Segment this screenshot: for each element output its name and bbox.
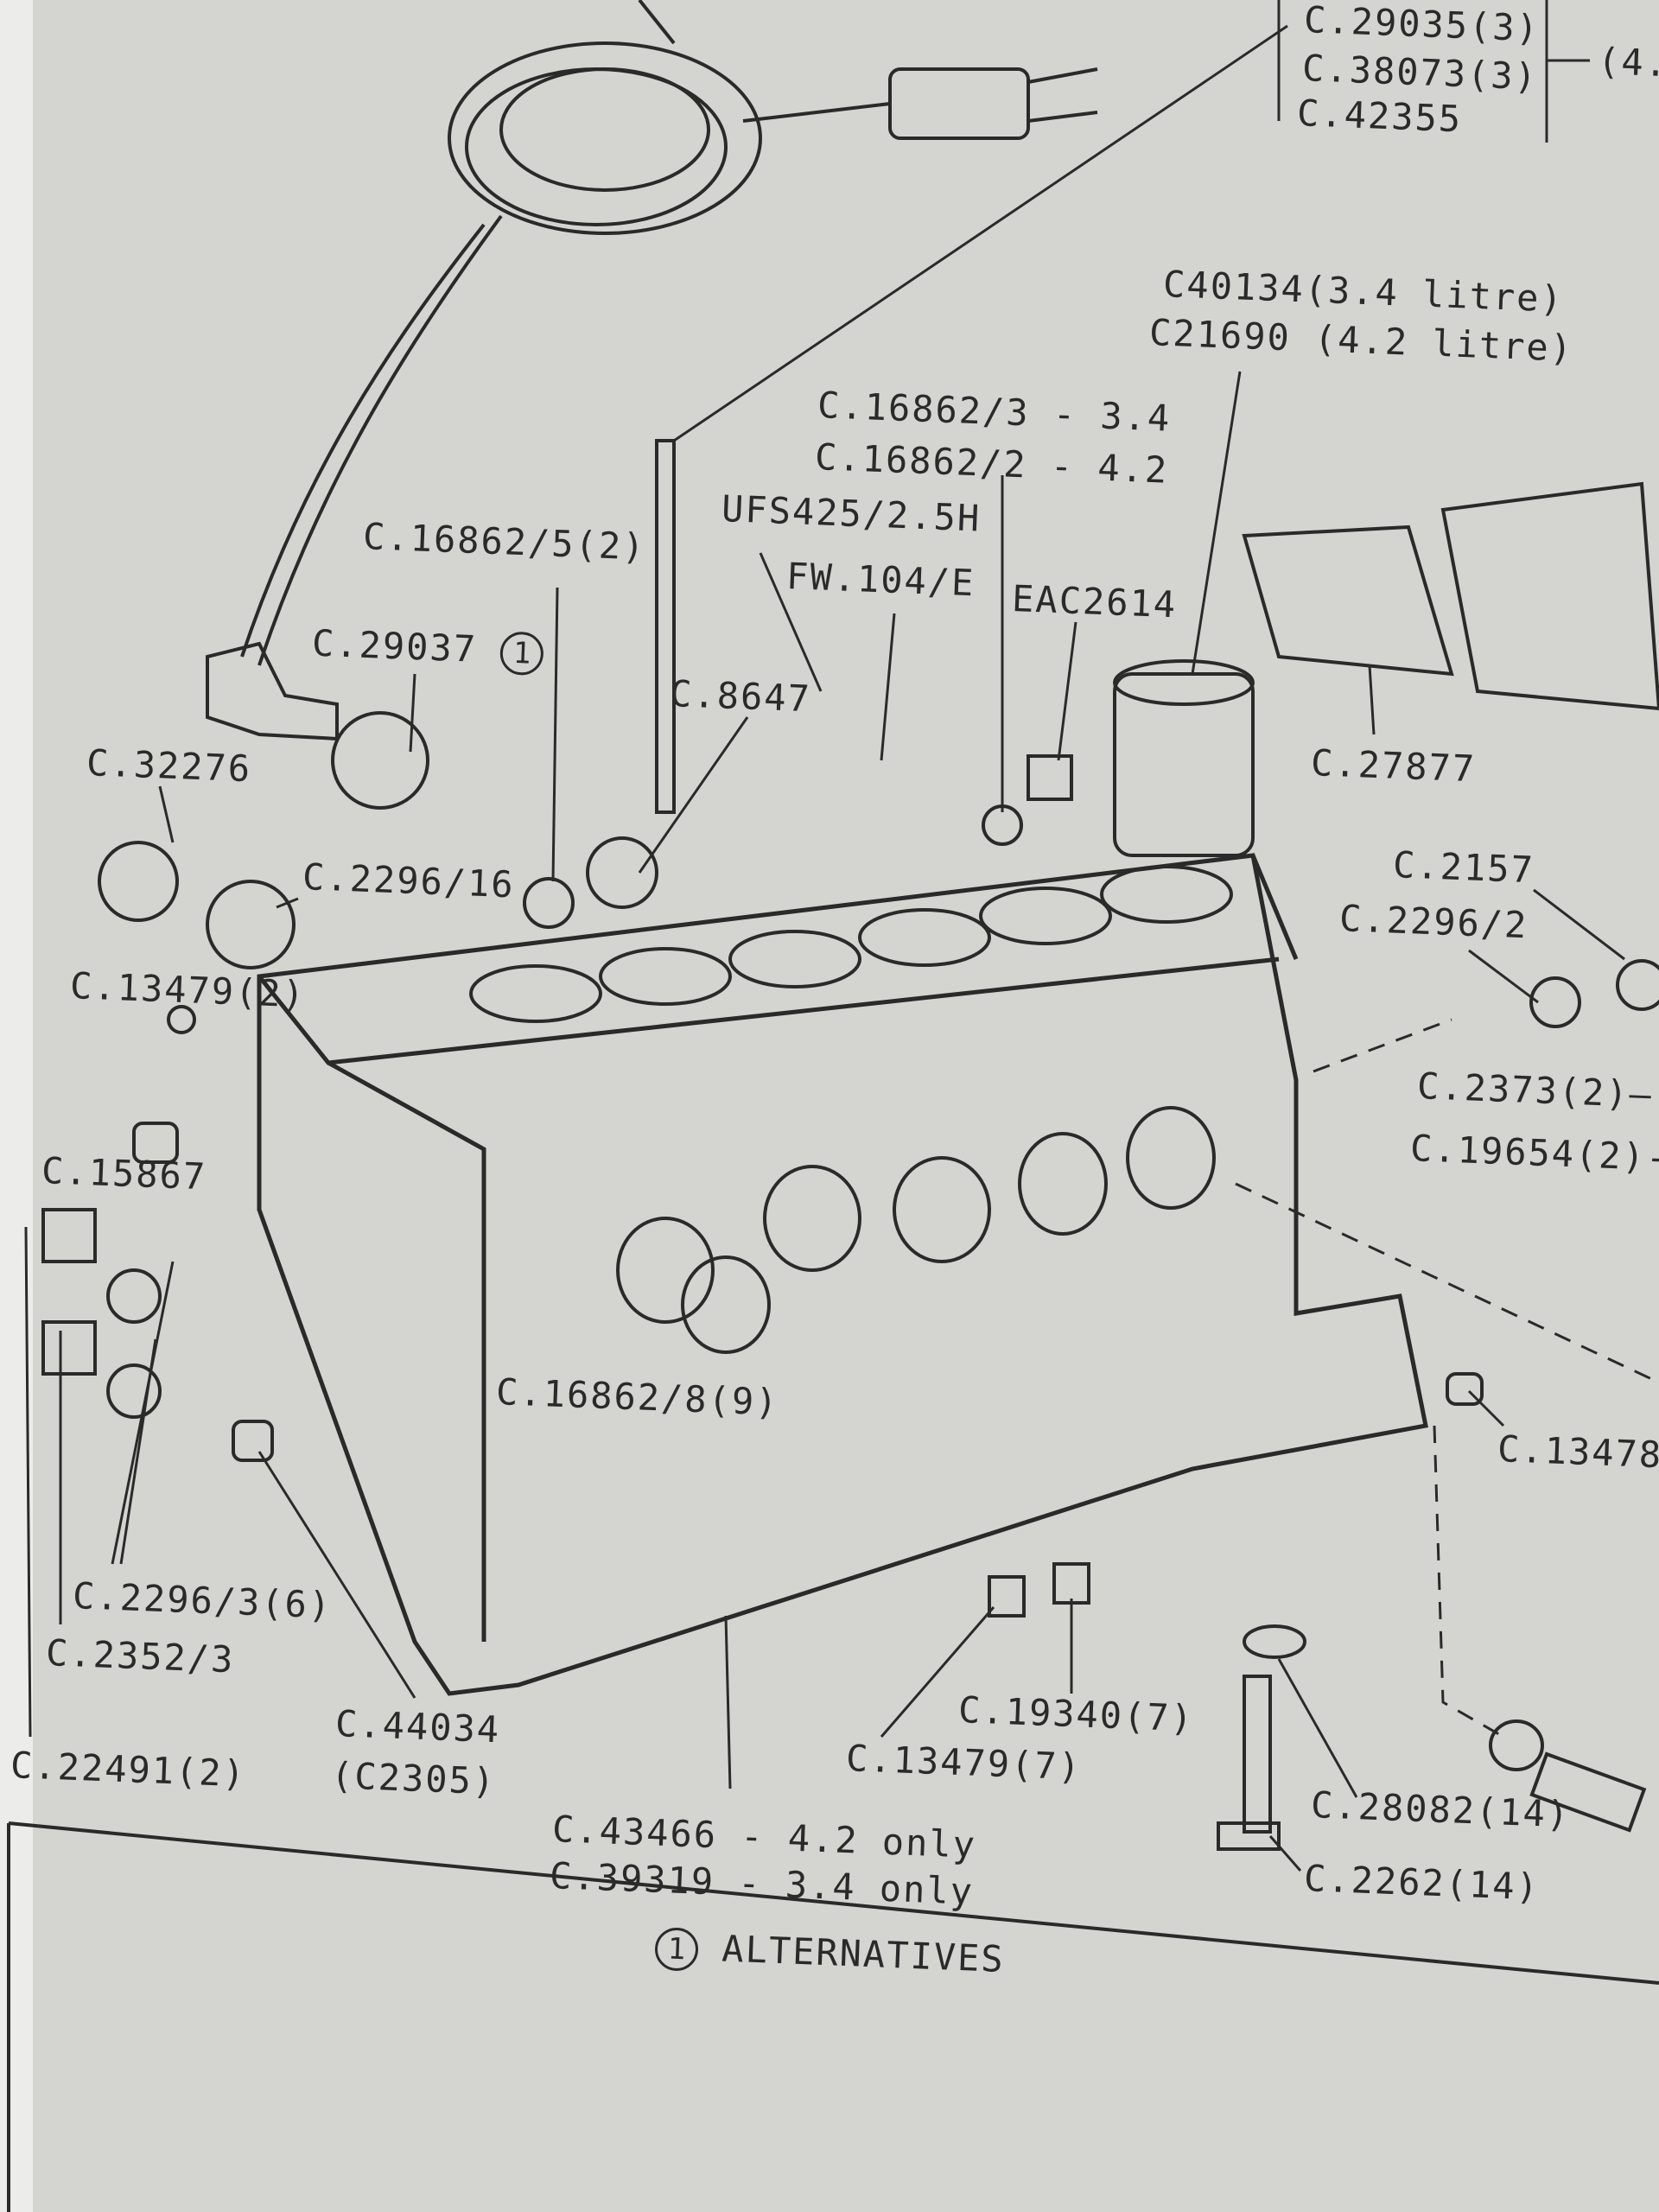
part-label: C.42355 — [1296, 92, 1464, 141]
cylinder-bores — [469, 865, 1233, 1023]
part-label: C.2157 — [1392, 843, 1535, 892]
part-label: UFS425/2.5H — [721, 487, 982, 540]
part-label: C.29035(3) — [1303, 0, 1541, 50]
part-label: C.16862/5(2) — [362, 515, 647, 569]
part-label: C.29037 — [311, 621, 478, 671]
alternative-marker: 1 — [654, 1927, 699, 1972]
sensor — [206, 641, 339, 741]
part-label: C.27877 — [1310, 741, 1478, 791]
part-label: C.2296/3(6) — [72, 1574, 334, 1627]
part-label: C.19654(2)- — [1409, 1127, 1659, 1179]
part-label: C.8647 — [669, 672, 812, 721]
part-label: C.32276 — [86, 741, 253, 791]
side-cover — [1242, 481, 1659, 711]
cable-coil — [240, 0, 1098, 666]
part-label: FW.104/E — [785, 555, 976, 605]
part-label: (C2305) — [330, 1754, 498, 1803]
part-label: C.15867 — [41, 1149, 208, 1198]
part-label: C.2352/3 — [45, 1631, 236, 1681]
part-label-c29037: C.29037 1 — [311, 621, 545, 677]
part-label: C.28082(14) — [1310, 1783, 1572, 1836]
part-label: C.38073(3) — [1301, 47, 1539, 99]
part-label-partial: (4. — [1597, 40, 1659, 86]
block-outline — [257, 853, 1428, 1696]
part-label: C.2262(14) — [1303, 1857, 1541, 1909]
part-label: C.2373(2)— — [1416, 1065, 1654, 1116]
part-label: C.2296/16 — [302, 855, 516, 906]
page-edge — [0, 0, 33, 2212]
part-label: EAC2614 — [1011, 577, 1179, 626]
part-label: C.13478 — [1497, 1427, 1659, 1477]
part-label: C.2296/2 — [1338, 897, 1529, 947]
footnote-box — [7, 1821, 1659, 2212]
small-parts — [41, 711, 1659, 1851]
part-label: C.22491(2) — [10, 1744, 247, 1796]
part-label: C.19340(7) — [957, 1688, 1195, 1740]
part-label: C.13479(7) — [845, 1737, 1083, 1789]
alternative-marker: 1 — [499, 631, 545, 677]
leader-lines — [24, 0, 1659, 1872]
core-plugs — [616, 1106, 1216, 1354]
stud — [655, 439, 676, 814]
liner — [1113, 659, 1255, 857]
part-label: C.44034 — [334, 1702, 502, 1751]
part-label: C.13479(2) — [69, 964, 307, 1016]
part-label: C.16862/8(9) — [495, 1370, 780, 1424]
